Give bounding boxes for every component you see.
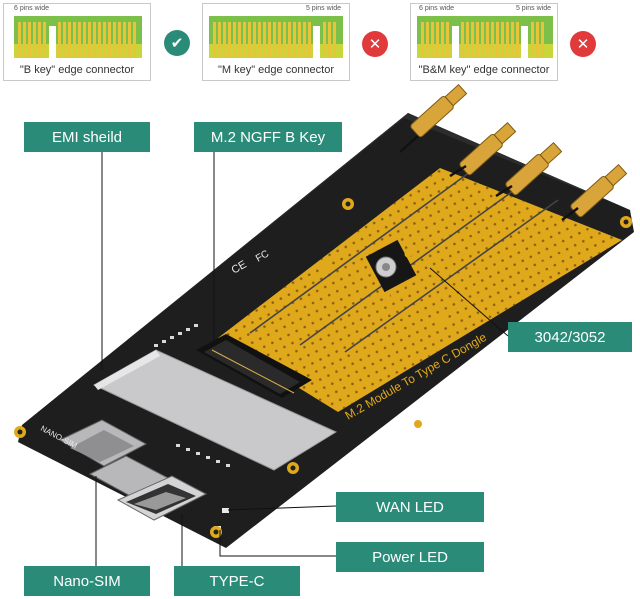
sma-antenna-connectors <box>410 84 628 218</box>
wan-led <box>222 508 229 513</box>
cross-icon: ✕ <box>570 31 596 57</box>
bm-key-pcb-edge <box>417 16 553 58</box>
m2-slot <box>196 334 312 398</box>
bm-key-connector-card: 6 pins wide 5 pins wide "B&M key" edge c… <box>410 3 558 81</box>
pins-width-note-right: 5 pins wide <box>305 5 341 12</box>
pins-width-note-right: 5 pins wide <box>515 5 551 12</box>
leader-wan <box>227 505 337 511</box>
type-c-label: TYPE-C <box>174 566 300 596</box>
power-led-label: Power LED <box>336 542 484 572</box>
check-icon: ✔ <box>164 30 190 56</box>
connector-caption: "B&M key" edge connector <box>418 64 550 76</box>
leader-power <box>219 530 336 557</box>
wan-led-label: WAN LED <box>336 492 484 522</box>
pins-width-note-left: 6 pins wide <box>419 5 455 12</box>
emi-shield-label: EMI sheild <box>24 122 150 152</box>
b-key-connector-card: 6 pins wide "B key" edge connector <box>3 3 151 81</box>
m-key-pcb-edge <box>209 16 343 58</box>
module-size-label: 3042/3052 <box>508 322 632 352</box>
b-key-pcb-edge <box>14 16 142 58</box>
usb-type-c-port <box>116 475 208 521</box>
leader-size <box>429 267 509 337</box>
m2-slot-label: M.2 NGFF B Key <box>194 122 342 152</box>
m-key-connector-card: 5 pins wide "M key" edge connector <box>202 3 350 81</box>
pins-width-note-left: 6 pins wide <box>14 5 50 12</box>
connector-caption: "B key" edge connector <box>19 64 135 76</box>
nano-sim-label: Nano-SIM <box>24 566 150 596</box>
cross-icon: ✕ <box>362 31 388 57</box>
emi-shield <box>92 349 338 471</box>
connector-caption: "M key" edge connector <box>217 64 335 76</box>
standoff-screw <box>365 239 417 293</box>
